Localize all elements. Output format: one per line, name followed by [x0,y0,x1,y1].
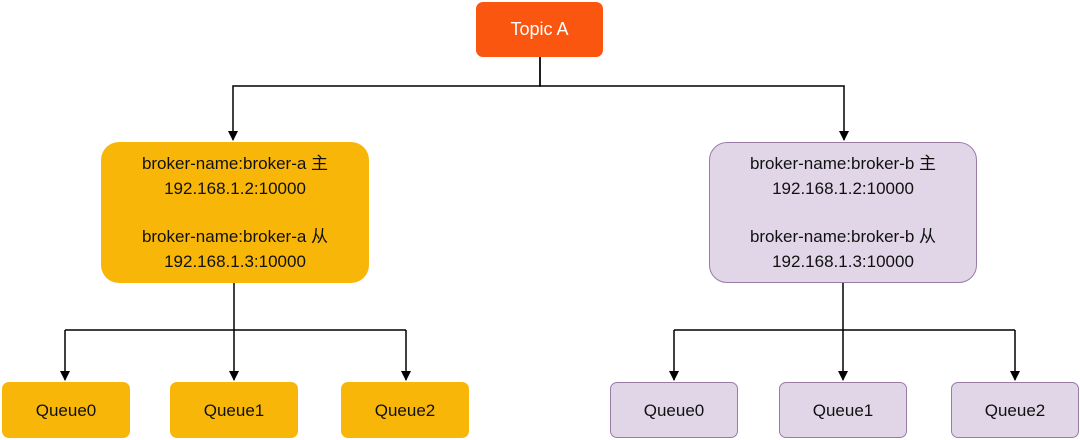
broker-b-master-name: broker-name:broker-b 主 [749,154,937,173]
edge-topic-broker-a [228,57,541,141]
queue-label: Queue2 [374,400,436,420]
topic-label: Topic A [510,19,569,39]
broker-b-slave-name: broker-name:broker-b 从 [749,227,937,246]
broker-b-node: broker-name:broker-b 主 192.168.1.2:10000… [709,142,977,283]
broker-a-queue2-node: Queue2 [341,382,469,438]
queue-label: Queue2 [984,400,1046,420]
broker-b-slave-address: 192.168.1.3:10000 [772,252,914,271]
edge-topic-broker-b [539,57,849,141]
queue-label: Queue0 [35,400,97,420]
broker-a-node: broker-name:broker-a 主 192.168.1.2:10000… [101,142,369,283]
broker-a-master-name: broker-name:broker-a 主 [141,154,329,173]
broker-b-queue2-node: Queue2 [951,382,1079,438]
broker-a-master-address: 192.168.1.2:10000 [164,179,306,198]
queue-label: Queue1 [812,400,874,420]
broker-a-queue1-node: Queue1 [170,382,298,438]
queue-label: Queue1 [203,400,265,420]
broker-a-queue0-node: Queue0 [2,382,130,438]
broker-a-slave-name: broker-name:broker-a 从 [141,227,329,246]
broker-b-queue1-node: Queue1 [779,382,907,438]
broker-b-master-address: 192.168.1.2:10000 [772,179,914,198]
queue-label: Queue0 [643,400,705,420]
topic-node: Topic A [476,2,603,57]
broker-b-queue0-node: Queue0 [610,382,738,438]
broker-a-slave-address: 192.168.1.3:10000 [164,252,306,271]
